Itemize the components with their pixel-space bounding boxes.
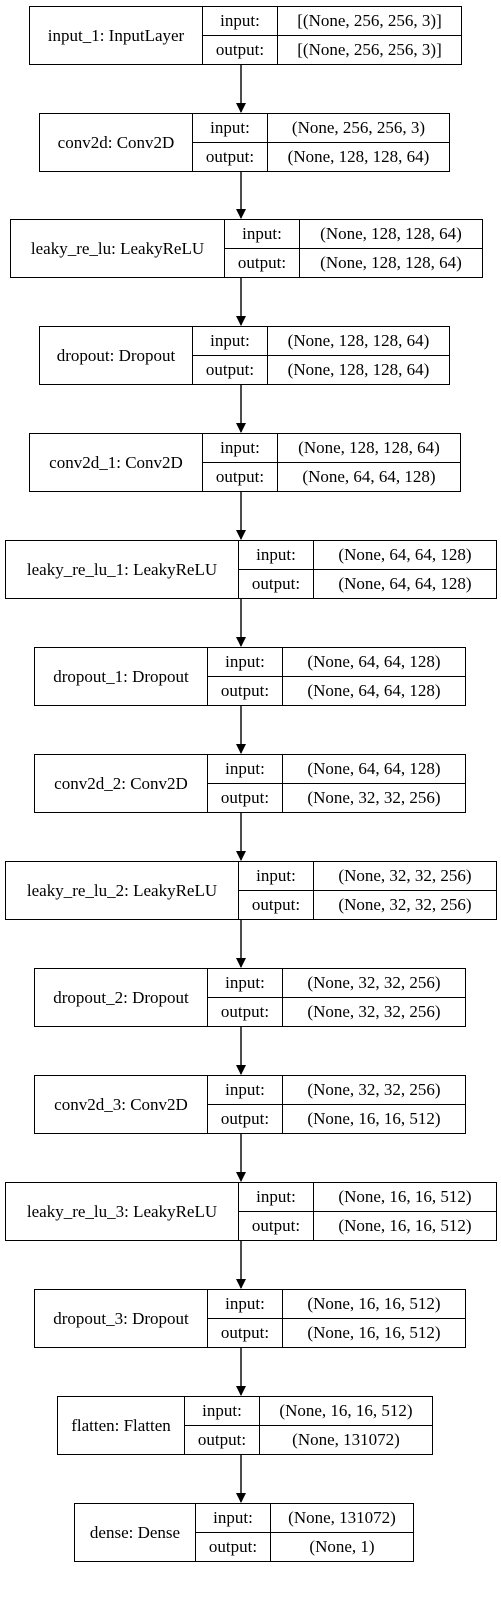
layer-name: dropout_1: Dropout [35,648,208,705]
input-shape: (None, 16, 16, 512) [307,1294,441,1313]
layer-name: flatten: Flatten [58,1397,185,1454]
output-label: output: [239,569,313,598]
output-label: output: [208,1318,282,1347]
input-shape: (None, 16, 16, 512) [279,1401,413,1420]
layer-name: leaky_re_lu_1: LeakyReLU [6,541,239,598]
output-label: output: [193,355,267,384]
output-shape: (None, 64, 64, 128) [283,676,465,705]
layer-node: conv2d_1: Conv2D input: output: (None, 12… [29,433,461,492]
layer-node: leaky_re_lu_1: LeakyReLU input: output: (… [5,540,497,599]
layer-node: conv2d_3: Conv2D input: output: (None, 32… [34,1075,466,1134]
input-label: input: [256,1187,296,1206]
input-label: input: [225,1080,265,1099]
layer-node: dropout: Dropout input: output: (None, 12… [39,326,450,385]
layer-node: dropout_1: Dropout input: output: (None, … [34,647,466,706]
layer-name: conv2d_2: Conv2D [35,755,208,812]
layer-name: dropout_3: Dropout [35,1290,208,1347]
output-label: output: [239,1211,313,1240]
layer-node: dropout_3: Dropout input: output: (None, … [34,1289,466,1348]
output-shape: [(None, 256, 256, 3)] [278,35,461,64]
output-shape: (None, 1) [271,1532,413,1561]
output-label: output: [208,997,282,1026]
layer-name: dense: Dense [75,1504,196,1561]
layer-node: input_1: InputLayer input: output: [(None… [29,6,462,65]
layer-name: conv2d: Conv2D [40,114,193,171]
input-shape: (None, 128, 128, 64) [298,438,440,457]
layer-name: dropout_2: Dropout [35,969,208,1026]
output-label: output: [239,890,313,919]
output-label: output: [193,142,267,171]
input-shape: (None, 16, 16, 512) [338,1187,472,1206]
input-label: input: [210,331,250,350]
input-label: input: [256,866,296,885]
output-shape: (None, 16, 16, 512) [314,1211,496,1240]
input-shape: (None, 64, 64, 128) [338,545,472,564]
input-shape: (None, 128, 128, 64) [287,331,430,350]
output-label: output: [208,783,282,812]
input-shape: (None, 32, 32, 256) [307,1080,441,1099]
layer-name: leaky_re_lu: LeakyReLU [11,220,225,277]
input-shape: (None, 64, 64, 128) [307,652,441,671]
output-label: output: [208,1104,282,1133]
output-label: output: [208,676,282,705]
input-shape: (None, 131072) [288,1508,396,1527]
layer-node: leaky_re_lu_3: LeakyReLU input: output: (… [5,1182,497,1241]
input-label: input: [256,545,296,564]
output-label: output: [185,1425,259,1454]
layer-name: leaky_re_lu_2: LeakyReLU [6,862,239,919]
layer-node: dense: Dense input: output: (None, 131072… [74,1503,414,1562]
layer-name: leaky_re_lu_3: LeakyReLU [6,1183,239,1240]
output-shape: (None, 32, 32, 256) [283,783,465,812]
layer-name: conv2d_3: Conv2D [35,1076,208,1133]
output-label: output: [225,248,299,277]
output-shape: (None, 131072) [260,1425,432,1454]
layer-name: conv2d_1: Conv2D [30,434,203,491]
output-shape: (None, 128, 128, 64) [268,355,449,384]
input-label: input: [225,973,265,992]
layer-node: conv2d_2: Conv2D input: output: (None, 64… [34,754,466,813]
output-label: output: [196,1532,270,1561]
output-shape: (None, 32, 32, 256) [314,890,496,919]
layer-node: leaky_re_lu_2: LeakyReLU input: output: (… [5,861,497,920]
input-label: input: [225,759,265,778]
layer-node: leaky_re_lu: LeakyReLU input: output: (No… [10,219,483,278]
layer-node: flatten: Flatten input: output: (None, 16… [57,1396,433,1455]
input-shape: (None, 128, 128, 64) [320,224,462,243]
input-shape: (None, 32, 32, 256) [307,973,441,992]
layer-name: input_1: InputLayer [30,7,203,64]
output-label: output: [203,462,277,491]
layer-node: conv2d: Conv2D input: output: (None, 256,… [39,113,450,172]
output-shape: (None, 32, 32, 256) [283,997,465,1026]
output-shape: (None, 16, 16, 512) [283,1318,465,1347]
input-label: input: [202,1401,242,1420]
layer-name: dropout: Dropout [40,327,193,384]
layer-node: dropout_2: Dropout input: output: (None, … [34,968,466,1027]
input-shape: [(None, 256, 256, 3)] [297,11,442,30]
input-label: input: [225,652,265,671]
input-shape: (None, 64, 64, 128) [307,759,441,778]
input-label: input: [242,224,282,243]
input-shape: (None, 256, 256, 3) [291,118,426,137]
output-shape: (None, 16, 16, 512) [283,1104,465,1133]
input-label: input: [220,11,260,30]
input-label: input: [220,438,260,457]
output-shape: (None, 128, 128, 64) [268,142,449,171]
output-label: output: [203,35,277,64]
output-shape: (None, 64, 64, 128) [314,569,496,598]
input-label: input: [213,1508,253,1527]
input-label: input: [225,1294,265,1313]
output-shape: (None, 128, 128, 64) [300,248,482,277]
input-shape: (None, 32, 32, 256) [338,866,472,885]
input-label: input: [210,118,250,137]
output-shape: (None, 64, 64, 128) [278,462,460,491]
